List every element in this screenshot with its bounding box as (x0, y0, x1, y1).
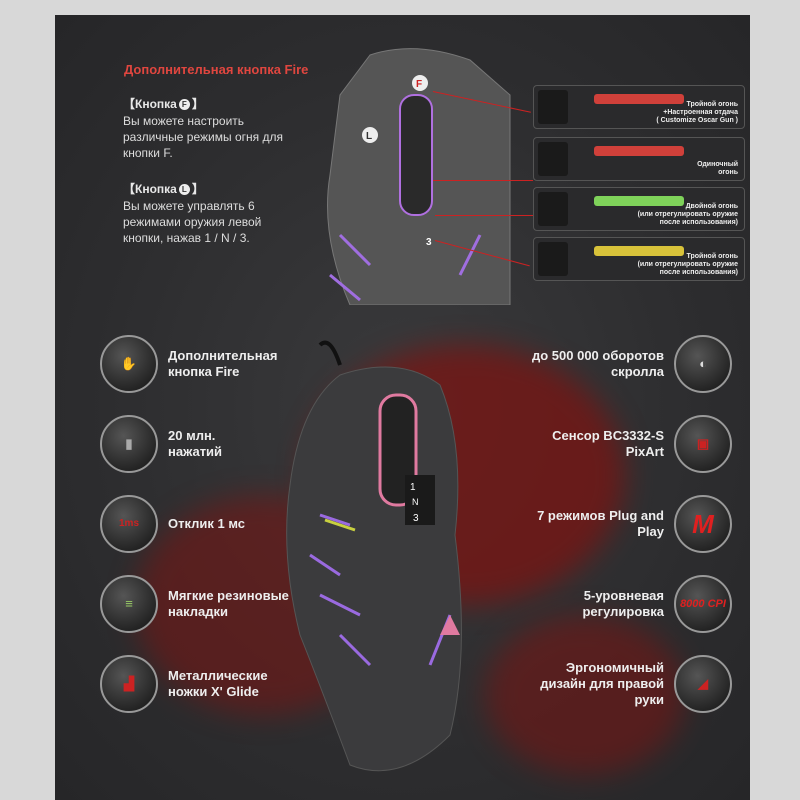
svg-text:3: 3 (413, 513, 419, 524)
feature-scroll: до 500 000 оборотов скролла◐ (524, 335, 732, 393)
f-button-text: Вы можете настроить различные режимы огн… (123, 114, 283, 160)
scroll-icon: ◐ (674, 335, 732, 393)
svg-text:3: 3 (426, 237, 432, 248)
cpi-icon: 8000 CPI (674, 575, 732, 633)
bloody-logo (440, 615, 460, 635)
glide-feet-icon: ▟ (100, 655, 158, 713)
feature-ergonomic: Эргономичный дизайн для правой руки◢ (524, 655, 732, 713)
f-marker (412, 75, 428, 91)
l-marker (362, 127, 378, 143)
feature-glide-feet: ▟Металлические ножки X' Glide (100, 655, 298, 713)
feature-fire-button: ✋Дополнительная кнопка Fire (100, 335, 298, 393)
callout-line (435, 215, 533, 216)
ergonomic-icon: ◢ (674, 655, 732, 713)
svg-text:1: 1 (410, 482, 416, 493)
l-button-text: Вы можете управлять 6 режимами оружия ле… (123, 199, 262, 245)
fire-mode-card: Тройной огонь+Настроенная отдача( Custom… (533, 85, 745, 129)
response-icon: 1ms (100, 495, 158, 553)
svg-text:F: F (416, 79, 422, 90)
feature-rubber-pads: ≡Мягкие резиновые накладки (100, 575, 318, 633)
callout-line (433, 180, 533, 181)
mouse-top-image: F L 3 (327, 48, 511, 305)
feature-clicks: ▮20 млн. нажатий (100, 415, 258, 473)
section-title: Дополнительная кнопка Fire (124, 62, 309, 77)
rubber-pad-icon: ≡ (100, 575, 158, 633)
feature-sensor: Сенсор BC3332-S PixArt▣ (524, 415, 732, 473)
svg-text:N: N (412, 497, 419, 507)
click-icon: ▮ (100, 415, 158, 473)
sensor-icon: ▣ (674, 415, 732, 473)
red-splatter (485, 615, 685, 775)
mouse-main-image: 1 N 3 (286, 340, 462, 772)
fire-button-icon: ✋ (100, 335, 158, 393)
svg-text:L: L (366, 131, 372, 142)
m-icon: M (674, 495, 732, 553)
